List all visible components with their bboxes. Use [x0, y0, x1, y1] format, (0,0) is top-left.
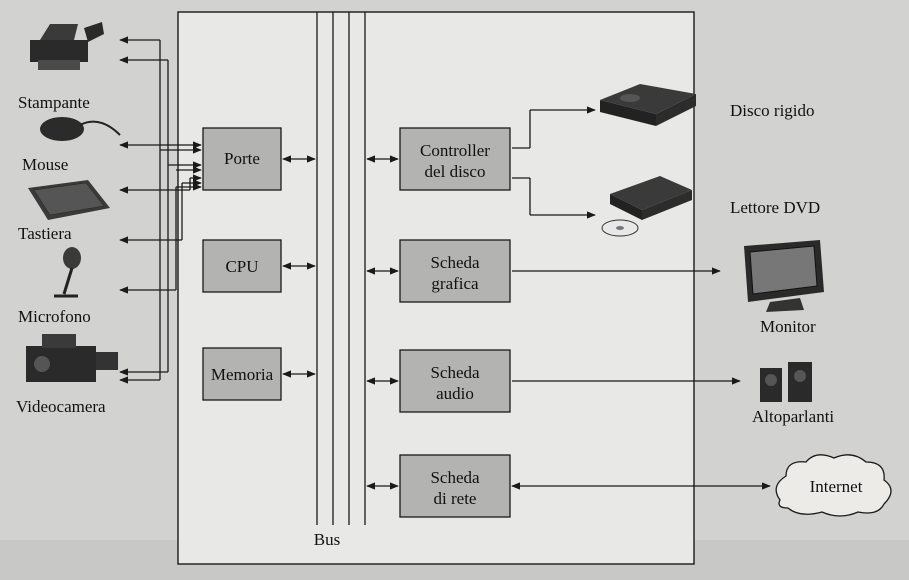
speakers-label: Altoparlanti: [752, 407, 834, 426]
ports-label: Porte: [224, 149, 260, 168]
graphics-card-box: Scheda grafica: [400, 240, 510, 302]
memory-box: Memoria: [203, 348, 281, 400]
printer-label: Stampante: [18, 93, 90, 112]
graphics-card-label-1: Scheda: [430, 253, 480, 272]
keyboard-label: Tastiera: [18, 224, 72, 243]
disk-controller-box: Controller del disco: [400, 128, 510, 190]
hard-disk-label: Disco rigido: [730, 101, 815, 120]
videocamera-label: Videocamera: [16, 397, 106, 416]
bus-label: Bus: [314, 530, 340, 549]
cpu-box: CPU: [203, 240, 281, 292]
mouse-label: Mouse: [22, 155, 68, 174]
audio-card-label-1: Scheda: [430, 363, 480, 382]
cpu-label: CPU: [225, 257, 258, 276]
internet-label: Internet: [810, 477, 863, 496]
monitor-label: Monitor: [760, 317, 816, 336]
disk-controller-label-2: del disco: [425, 162, 486, 181]
network-card-label-2: di rete: [434, 489, 477, 508]
ports-box: Porte: [203, 128, 281, 190]
disk-controller-label-1: Controller: [420, 141, 490, 160]
memory-label: Memoria: [211, 365, 274, 384]
audio-card-label-2: audio: [436, 384, 474, 403]
graphics-card-label-2: grafica: [431, 274, 479, 293]
dvd-label: Lettore DVD: [730, 198, 820, 217]
network-card-box: Scheda di rete: [400, 455, 510, 517]
microphone-label: Microfono: [18, 307, 91, 326]
network-card-label-1: Scheda: [430, 468, 480, 487]
audio-card-box: Scheda audio: [400, 350, 510, 412]
